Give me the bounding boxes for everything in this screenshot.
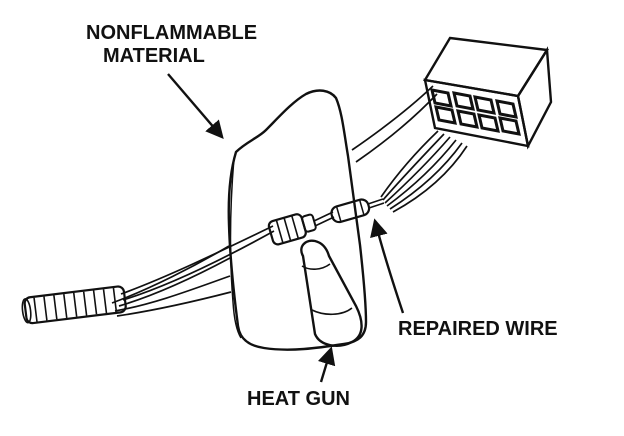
- label-nonflammable-material: NONFLAMMABLE MATERIAL: [86, 22, 257, 68]
- connector-pin-cavities: [430, 88, 521, 136]
- harness-wires: [111, 225, 275, 317]
- arrow-repaired-wire: [370, 218, 405, 314]
- repaired-wire-segments: [313, 198, 385, 227]
- wire-grommet: [267, 213, 317, 246]
- sheet-edge-line: [229, 157, 242, 339]
- nonflammable-material-sheet: [227, 89, 368, 351]
- connector-wires: [380, 130, 468, 213]
- label-nonflammable-line1: NONFLAMMABLE: [86, 22, 258, 44]
- hidden-wires-upper: [351, 85, 438, 163]
- wire-connector: [423, 36, 553, 150]
- heat-gun-nozzle-collar: [301, 263, 331, 270]
- label-repaired-wire: REPAIRED WIRE: [398, 318, 558, 340]
- heat-gun-body-seam: [311, 307, 353, 316]
- arrow-heat-gun: [317, 346, 336, 383]
- label-nonflammable-line2: MATERIAL: [103, 45, 205, 67]
- arrow-nonflammable-material: [167, 73, 224, 140]
- heat-gun: [300, 239, 363, 347]
- repaired-wire-splice: [330, 198, 371, 224]
- harness-tube: [21, 285, 127, 325]
- label-heat-gun: HEAT GUN: [247, 388, 350, 410]
